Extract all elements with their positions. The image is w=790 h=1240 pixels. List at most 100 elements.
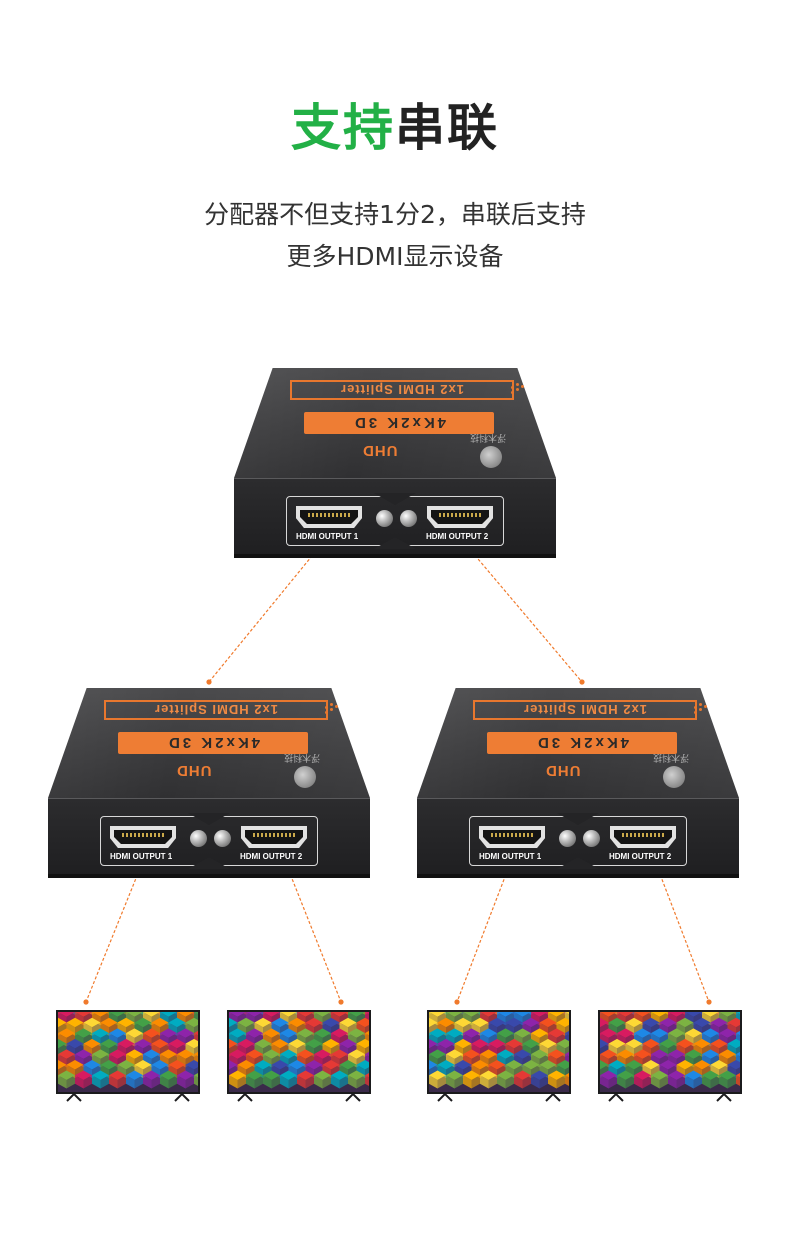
- cube-face: [271, 1075, 280, 1089]
- tv-stand-leg: [66, 1092, 82, 1102]
- cube-face: [75, 1049, 92, 1059]
- cube-face: [608, 1075, 617, 1089]
- cube-face: [480, 1070, 497, 1080]
- cube-face: [58, 1075, 67, 1089]
- cube-face: [229, 1038, 238, 1049]
- cube-face: [617, 1012, 634, 1017]
- resolution-label: 4Kx2K 3D: [118, 732, 308, 754]
- cube-face: [693, 1059, 711, 1070]
- cube-face: [480, 1012, 497, 1017]
- brand-label: 浮木科技: [470, 432, 507, 442]
- cube-face: [548, 1049, 565, 1059]
- brand-logo-icon: [663, 766, 685, 788]
- cube-face: [229, 1017, 238, 1028]
- cube-face: [246, 1012, 263, 1017]
- cube-face: [314, 1070, 331, 1080]
- cube-face: [556, 1038, 569, 1049]
- cube-face: [719, 1070, 736, 1080]
- cube-face: [625, 1017, 643, 1028]
- cube-face: [177, 1028, 194, 1038]
- cube-face: [429, 1028, 446, 1038]
- cube-face: [58, 1017, 67, 1028]
- cube-face: [600, 1075, 609, 1089]
- led-indicator-icon: [214, 830, 231, 847]
- cube-face: [702, 1075, 711, 1089]
- cube-face: [446, 1075, 455, 1089]
- cube-face: [280, 1028, 297, 1038]
- output-2-label: HDMI OUTPUT 2: [426, 532, 489, 541]
- cube-face: [160, 1075, 169, 1089]
- cube-face: [92, 1075, 101, 1089]
- cube-face: [736, 1051, 740, 1057]
- cube-face: [719, 1049, 736, 1059]
- cube-face: [659, 1017, 677, 1028]
- cube-face: [642, 1038, 660, 1049]
- cube-face: [446, 1070, 463, 1080]
- cube-face: [608, 1038, 626, 1049]
- cube-face: [488, 1017, 506, 1028]
- cube-face: [539, 1038, 557, 1049]
- tv-stand-leg: [345, 1092, 361, 1102]
- cube-face: [668, 1070, 685, 1080]
- cube-face: [634, 1012, 651, 1017]
- cube-face: [617, 1075, 626, 1089]
- cube-face: [556, 1075, 565, 1089]
- cube-face: [143, 1012, 160, 1017]
- cube-face: [109, 1028, 126, 1038]
- cube-face: [117, 1038, 135, 1049]
- description-line-1: 分配器不但支持1分2，串联后支持: [204, 200, 586, 229]
- cube-face: [92, 1070, 109, 1080]
- cube-face: [642, 1017, 660, 1028]
- cube-face: [109, 1012, 126, 1017]
- cube-face: [651, 1075, 660, 1089]
- cube-face: [177, 1012, 194, 1017]
- cube-face: [151, 1059, 169, 1070]
- cube-face: [702, 1028, 719, 1038]
- cube-face: [356, 1075, 365, 1089]
- cube-face: [429, 1017, 438, 1028]
- cube-face: [608, 1059, 626, 1070]
- cube-face: [66, 1075, 75, 1089]
- cube-face: [229, 1049, 246, 1059]
- cube-face: [331, 1028, 348, 1038]
- tv-display: [56, 1010, 200, 1102]
- cube-face: [314, 1028, 331, 1038]
- cube-face: [522, 1038, 540, 1049]
- cube-face: [126, 1075, 135, 1089]
- cube-face: [710, 1059, 728, 1070]
- cube-face: [143, 1070, 160, 1080]
- cube-face: [617, 1070, 634, 1080]
- cube-face: [710, 1017, 728, 1028]
- cube-face: [288, 1075, 297, 1089]
- cube-face: [480, 1075, 489, 1089]
- cube-face: [565, 1075, 569, 1086]
- title-rest: 串联: [395, 99, 499, 157]
- page-title: 支持串联: [0, 98, 790, 158]
- cube-face: [365, 1073, 369, 1078]
- cube-face: [237, 1038, 255, 1049]
- cube-face: [522, 1059, 540, 1070]
- cube-face: [727, 1075, 736, 1089]
- cube-face: [514, 1012, 531, 1017]
- cube-face: [685, 1012, 702, 1017]
- cube-face: [429, 1038, 438, 1049]
- cube-face: [651, 1049, 668, 1059]
- hdmi-splitter-right: 1x2 HDMI Splitter 4Kx2K 3D UHD 浮木科技 HDMI…: [417, 688, 739, 878]
- cube-face: [539, 1075, 548, 1089]
- cube-face: [246, 1028, 263, 1038]
- cube-face: [702, 1049, 719, 1059]
- cube-face: [305, 1075, 314, 1089]
- cube-face: [185, 1059, 198, 1070]
- cube-face: [497, 1075, 506, 1089]
- cube-face: [365, 1012, 369, 1015]
- cube-face: [314, 1049, 331, 1059]
- cube-face: [58, 1070, 75, 1080]
- cube-face: [429, 1049, 446, 1059]
- cube-face: [100, 1038, 118, 1049]
- cube-face: [229, 1012, 246, 1017]
- cube-face: [454, 1017, 472, 1028]
- cube-face: [280, 1012, 297, 1017]
- cube-face: [168, 1059, 186, 1070]
- cube-face: [736, 1073, 740, 1078]
